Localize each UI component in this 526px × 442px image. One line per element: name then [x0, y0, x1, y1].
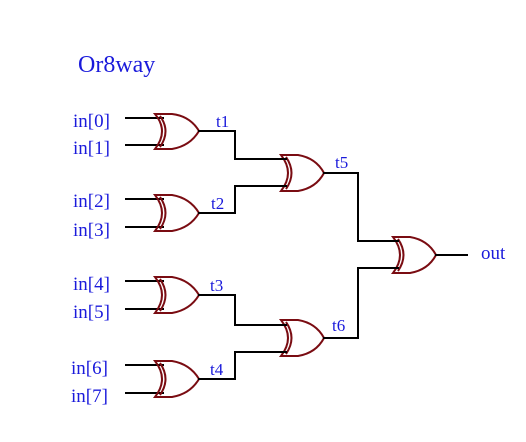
input-label-in2: in[2]	[73, 191, 110, 212]
wire-t4	[198, 351, 287, 380]
wire-t1	[198, 130, 287, 160]
net-label-t6: t6	[332, 316, 345, 335]
net-label-t1: t1	[216, 112, 229, 131]
input-label-in7: in[7]	[71, 386, 108, 407]
wire-t6	[323, 267, 399, 339]
input-label-in1: in[1]	[73, 138, 110, 159]
or-gate-2	[152, 194, 201, 232]
input-label-in6: in[6]	[71, 358, 108, 379]
or-gate-5	[278, 154, 326, 192]
wire-t3	[198, 294, 287, 326]
or-gate-1	[152, 113, 201, 150]
or-gate-4	[152, 360, 201, 398]
net-label-t5: t5	[335, 153, 348, 172]
input-label-in3: in[3]	[73, 220, 110, 241]
or-gate-7	[390, 236, 438, 274]
input-label-in5: in[5]	[73, 302, 110, 323]
net-label-t3: t3	[210, 276, 223, 295]
diagram-title: Or8way	[78, 52, 155, 78]
net-label-t2: t2	[211, 194, 224, 213]
input-label-in4: in[4]	[73, 274, 110, 295]
or-gate-6	[278, 319, 326, 357]
wire-t2	[198, 185, 287, 214]
input-label-in0: in[0]	[73, 111, 110, 132]
net-label-t4: t4	[210, 360, 224, 379]
output-label: out	[481, 243, 506, 264]
or-gate-3	[152, 276, 201, 314]
wire-t5	[323, 172, 399, 242]
